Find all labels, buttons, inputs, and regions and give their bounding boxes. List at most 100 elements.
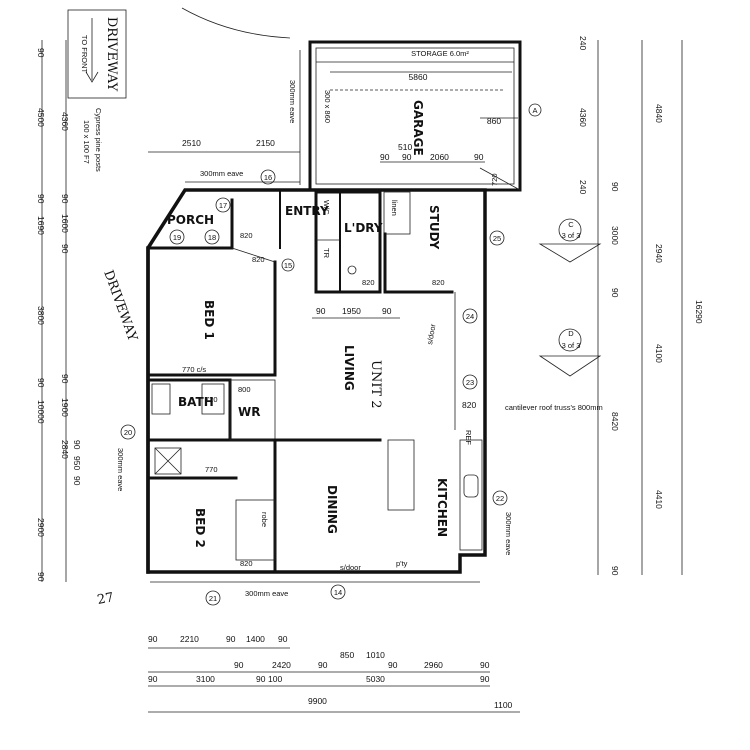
svg-text:2960: 2960 [424,660,443,670]
section-marker-D: D 3 of 3 [538,328,602,377]
svg-text:4410: 4410 [654,490,664,509]
robe-dim: 770 c/s [182,365,206,374]
sdoor-label-2: s/door [340,563,361,572]
svg-text:90: 90 [388,660,398,670]
top-eave-label: 300mm eave [200,169,243,178]
scribble-note: 27 [96,590,115,608]
porch-label: PORCH [167,213,214,227]
outer-wall [146,188,487,574]
svg-text:1400: 1400 [246,634,265,644]
svg-text:D: D [568,329,574,338]
svg-text:90: 90 [256,674,266,684]
svg-text:4360: 4360 [578,108,588,127]
wr-label: WR [238,405,260,419]
svg-text:90: 90 [234,660,244,670]
svg-text:90: 90 [480,674,490,684]
svg-text:90: 90 [148,634,158,644]
svg-text:4360: 4360 [60,112,70,131]
bed2-label: BED 2 [193,508,207,548]
marker-22: 22 [496,494,504,503]
living-dim-1950: 1950 [342,306,361,316]
marker-16: 17 [219,201,227,210]
svg-text:10000: 10000 [36,400,46,424]
ldry-label: L'DRY [344,221,383,235]
bath-dim-720: 720 [205,395,218,404]
garage-dim-720: 720 [490,173,499,186]
dim-90a: 90 [380,152,390,162]
living-dim-90b: 90 [382,306,392,316]
dim-2060: 2060 [430,152,449,162]
linen-label: linen [390,200,399,216]
storage-label: STORAGE 6.0m² [411,49,469,58]
to-front-label: TO FRONT [80,35,89,74]
svg-text:16290: 16290 [694,300,704,324]
svg-text:950: 950 [72,456,82,470]
garage-eave-label: 300mm eave [288,80,297,123]
ref-label: REF [464,430,473,445]
svg-text:2840: 2840 [60,440,70,459]
svg-text:90: 90 [60,374,70,384]
svg-text:90: 90 [610,182,620,192]
garage-room: STORAGE 6.0m² 5860 GARAGE 300 x 860 860 … [308,40,542,192]
dining-label: DINING [325,485,339,534]
svg-text:2420: 2420 [272,660,291,670]
study-label: STUDY [427,205,441,250]
svg-text:240: 240 [578,36,588,50]
marker-24: 24 [466,312,474,321]
bottom-eave-label: 300mm eave [245,589,288,598]
garage-label: GARAGE [411,100,425,156]
bottom-dimensions: 90 2210 90 1400 90 90 2420 90 850 1010 9… [148,634,520,713]
marker-14: 15 [284,261,292,270]
svg-text:90: 90 [610,288,620,298]
beam-note: 300 x 860 [323,90,332,123]
svg-text:3100: 3100 [196,674,215,684]
svg-text:1900: 1900 [60,398,70,417]
pantry-label: p'ty [396,559,408,568]
svg-text:C: C [568,220,574,229]
section-marker-C: C 3 of 3 [538,218,602,263]
sdoor-label-1: s/door [425,323,438,346]
svg-text:850: 850 [340,650,354,660]
window-dim-800: 820 [462,400,476,410]
svg-text:3 of 3: 3 of 3 [562,341,581,350]
kitchen-label: KITCHEN [435,478,449,537]
svg-text:4500: 4500 [36,108,46,127]
entry-label: ENTRY [285,204,329,218]
living-label: LIVING [342,345,356,391]
cantilever-note: cantilever roof truss's 800mm [505,403,603,412]
bath-label: BATH [178,395,214,409]
laundry-block: W/C TR L'DRY 820 [314,190,383,294]
right-eave-label: 300mm eave [504,512,513,555]
marker-15: 16 [264,173,272,182]
bed1-door-dim: 820 [252,255,265,264]
svg-text:2900: 2900 [36,518,46,537]
driveway-label: DRIVEWAY [100,268,140,343]
svg-text:1010: 1010 [366,650,385,660]
dim-510: 510 [398,142,412,152]
bed1-label: BED 1 [202,300,216,340]
marker-25: 25 [493,234,501,243]
dim-90b: 90 [402,152,412,162]
ldry-door-dim: 820 [362,278,375,287]
living-dim-90a: 90 [316,306,326,316]
svg-text:8420: 8420 [610,412,620,431]
study-door-dim: 820 [432,278,445,287]
marker-17: 18 [208,233,216,242]
svg-text:90: 90 [60,194,70,204]
boundary-arc [181,7,291,39]
svg-text:5030: 5030 [366,674,385,684]
left-dimensions: 90 4500 90 1690 3800 90 10000 2900 90 43… [36,40,82,582]
marker-19: 20 [124,428,132,437]
svg-text:90: 90 [226,634,236,644]
dim-90c: 90 [474,152,484,162]
cypress-posts-note: Cypress pine posts [94,108,103,172]
svg-text:90: 90 [318,660,328,670]
unit-label: UNIT 2 [368,360,383,409]
svg-text:90: 90 [610,566,620,576]
driveway-to-front-sign: DRIVEWAY TO FRONT [67,9,127,99]
garage-width-dim: 5860 [409,72,428,82]
svg-text:1690: 1690 [36,216,46,235]
dim-2510: 2510 [182,138,201,148]
